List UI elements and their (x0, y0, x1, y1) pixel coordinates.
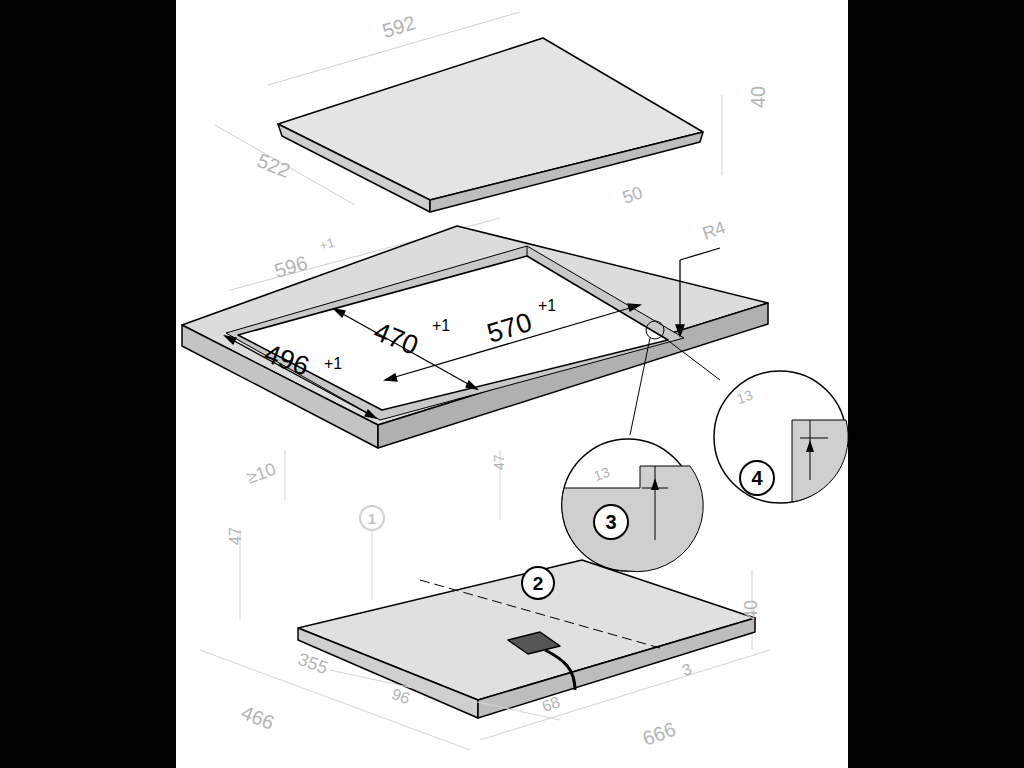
dimension-label: 522 (255, 150, 293, 181)
side-bar (0, 0, 176, 768)
dimension-label: 47 (492, 454, 506, 470)
dimension-label: 592 (380, 12, 418, 41)
cutout-dimension: +1 (432, 318, 450, 334)
dimension-label: 40 (748, 86, 768, 108)
dimension-label: 96 (390, 686, 412, 707)
dimension-label: 40 (742, 600, 760, 620)
callout-number: 4 (739, 460, 775, 496)
dimension-label: 68 (540, 694, 562, 715)
dimension-label: 3 (680, 661, 694, 679)
dimension-label: ≥10 (244, 460, 278, 487)
dimension-label: 47 (228, 527, 244, 545)
dimension-lines (200, 650, 770, 750)
callout-text: 4 (751, 468, 762, 488)
dimension-label: 666 (640, 719, 678, 749)
dimension-label: 50 (620, 183, 645, 207)
side-bar (848, 0, 1024, 768)
callout-number: 1 (359, 505, 385, 531)
detail-circle (562, 439, 703, 572)
cutout-dimension: +1 (538, 298, 556, 314)
callout-text: 3 (605, 512, 616, 532)
callout-number: 2 (521, 566, 555, 600)
dimension-label: 466 (239, 702, 277, 733)
callout-text: 1 (368, 511, 376, 526)
dimension-arrows (225, 248, 720, 418)
dimension-label: +1 (318, 236, 336, 253)
callout-text: 2 (533, 574, 544, 593)
dimension-label: 596 (272, 252, 310, 281)
detail-circle (714, 371, 848, 503)
leader-lines (630, 321, 720, 435)
countertop (182, 226, 768, 448)
dimension-label: 355 (296, 650, 330, 677)
dimension-label: R4 (700, 218, 728, 243)
callout-number: 3 (593, 504, 629, 540)
cutout-dimension: +1 (324, 356, 342, 372)
hob-underside (298, 560, 755, 718)
